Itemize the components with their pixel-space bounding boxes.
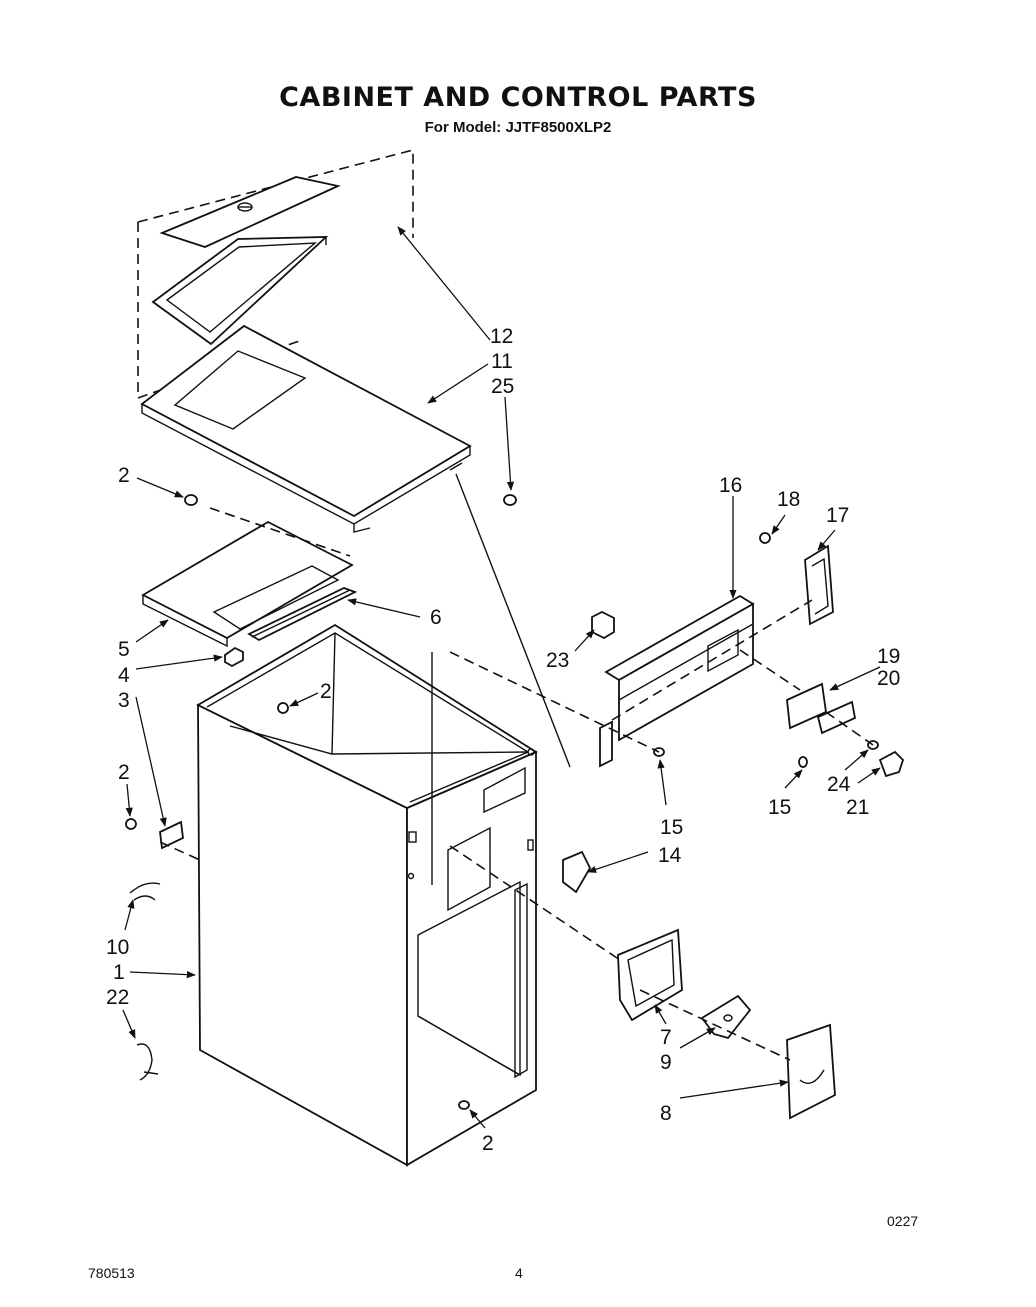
alignment-lines [159, 473, 874, 1061]
callout-1: 1 [113, 961, 125, 984]
callout-10: 10 [106, 936, 129, 959]
callout-5: 5 [118, 638, 130, 661]
rocker-switch [591, 610, 615, 640]
door-switch [562, 850, 592, 894]
callout-7: 7 [660, 1026, 672, 1049]
callout-25: 25 [491, 375, 514, 398]
callout-2: 2 [118, 761, 130, 784]
lens-cover [786, 1023, 836, 1120]
control-console-plate [141, 520, 354, 648]
main-cabinet-body [196, 623, 538, 1167]
callout-14: 14 [658, 844, 682, 867]
top-cover-plate [159, 176, 341, 248]
diagram-code: 0227 [887, 1213, 919, 1229]
spacer-block [224, 646, 244, 668]
callout-19: 19 [877, 645, 900, 668]
callout-4: 4 [118, 664, 130, 687]
callout-16: 16 [719, 474, 742, 497]
callout-labels: 12 11 25 2 6 5 4 3 2 2 16 18 17 23 19 20… [106, 325, 900, 1155]
callout-9: 9 [660, 1051, 672, 1074]
wire-clip [129, 882, 161, 901]
callout-2: 2 [482, 1132, 494, 1155]
leader-arrows [122, 226, 881, 1129]
callout-12: 12 [490, 325, 513, 348]
screws [125, 494, 808, 1110]
page-number: 4 [515, 1265, 523, 1281]
callout-11: 11 [491, 350, 513, 373]
trim-strip [247, 587, 358, 642]
control-knob [878, 750, 905, 778]
control-panel-bracket [599, 594, 755, 768]
callout-21: 21 [846, 796, 869, 819]
model-subtitle: For Model: JJTF8500XLP2 [424, 119, 612, 136]
document-number: 780513 [88, 1265, 135, 1281]
cabinet-top-panel [140, 324, 472, 533]
callout-22: 22 [106, 986, 129, 1009]
callout-3: 3 [118, 689, 130, 712]
callout-2: 2 [118, 464, 130, 487]
callout-23: 23 [546, 649, 569, 672]
page-title: CABINET AND CONTROL PARTS [279, 82, 757, 113]
callout-18: 18 [777, 488, 800, 511]
drip-tray [151, 236, 329, 346]
callout-24: 24 [827, 773, 851, 796]
label-plate [816, 700, 857, 735]
callout-20: 20 [877, 667, 900, 690]
cord-clamp [136, 1043, 159, 1081]
callout-17: 17 [826, 504, 849, 527]
callout-15: 15 [660, 816, 683, 839]
callout-2: 2 [320, 680, 332, 703]
knob-bezel [804, 544, 834, 626]
callout-15: 15 [768, 796, 791, 819]
callout-6: 6 [430, 606, 442, 629]
callout-8: 8 [660, 1102, 672, 1125]
light-housing [617, 928, 683, 1022]
